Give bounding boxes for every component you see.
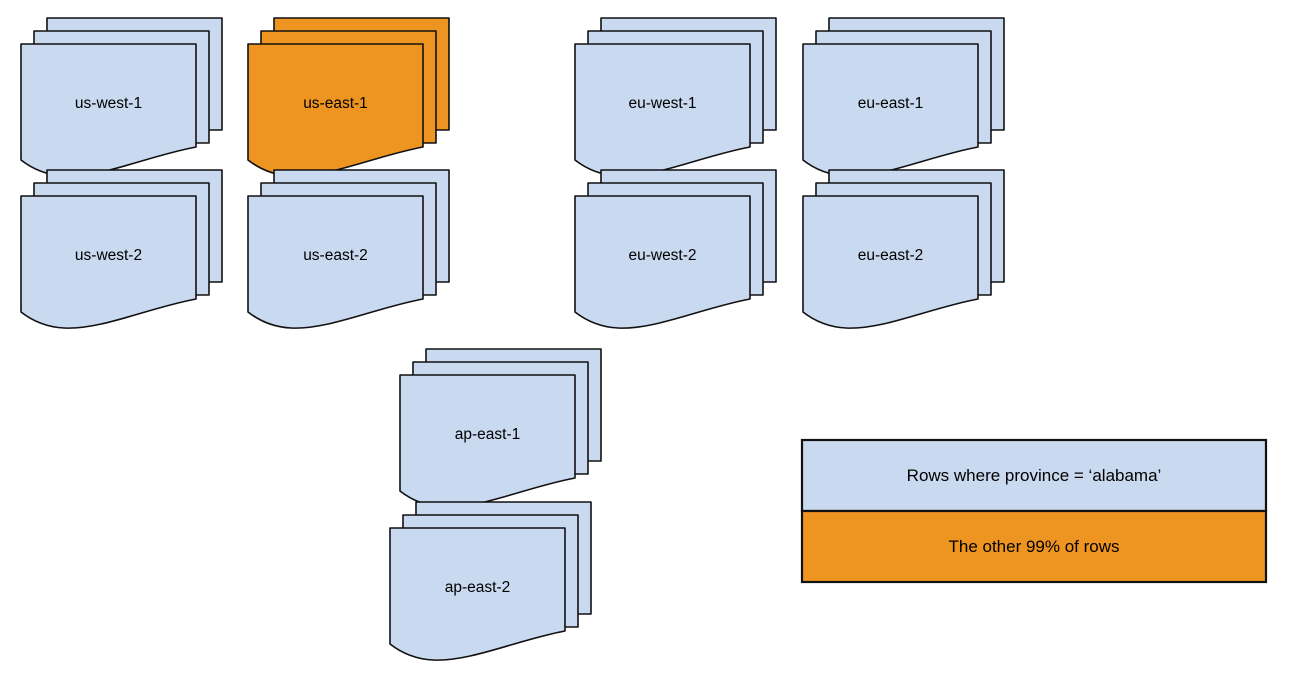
region-stack-label: us-east-1 <box>303 95 368 112</box>
region-stack-eu-east-1[interactable]: eu-east-1 <box>802 17 1005 177</box>
region-stack-us-west-1[interactable]: us-west-1 <box>20 17 223 177</box>
region-stack-label: ap-east-2 <box>445 579 510 596</box>
region-stack-label: us-west-2 <box>75 247 142 264</box>
region-stack-label: ap-east-1 <box>455 426 520 443</box>
region-stack-ap-east-2[interactable]: ap-east-2 <box>389 501 592 661</box>
legend-label: Rows where province = ‘alabama’ <box>907 466 1162 485</box>
region-stack-label: eu-west-2 <box>628 247 696 264</box>
legend-swatch-orange <box>800 509 1268 584</box>
legend-row-legend-orange: The other 99% of rows <box>800 509 1268 584</box>
region-stack-label: us-east-2 <box>303 247 368 264</box>
document-sheet-front <box>389 527 566 661</box>
region-stack-eu-west-2[interactable]: eu-west-2 <box>574 169 777 329</box>
document-sheet-front <box>574 195 751 329</box>
region-stack-ap-east-1[interactable]: ap-east-1 <box>399 348 602 508</box>
document-sheet-front <box>247 195 424 329</box>
document-sheet-front <box>20 195 197 329</box>
region-stacks-group: us-west-1 us-east-1 eu-west-1 eu-east-1 us-w… <box>20 17 1005 661</box>
region-stack-label: us-west-1 <box>75 95 142 112</box>
region-stack-us-east-2[interactable]: us-east-2 <box>247 169 450 329</box>
region-stack-label: eu-west-1 <box>628 95 696 112</box>
region-stack-label: eu-east-1 <box>858 95 923 112</box>
region-stack-us-east-1[interactable]: us-east-1 <box>247 17 450 177</box>
legend-group: Rows where province = ‘alabama’ The other… <box>800 438 1268 584</box>
region-stack-us-west-2[interactable]: us-west-2 <box>20 169 223 329</box>
legend-row-legend-blue: Rows where province = ‘alabama’ <box>800 438 1268 513</box>
region-stack-eu-west-1[interactable]: eu-west-1 <box>574 17 777 177</box>
document-sheet-front <box>802 195 979 329</box>
legend-label: The other 99% of rows <box>948 537 1119 556</box>
region-stack-label: eu-east-2 <box>858 247 923 264</box>
legend-swatch-blue <box>800 438 1268 513</box>
region-stack-eu-east-2[interactable]: eu-east-2 <box>802 169 1005 329</box>
